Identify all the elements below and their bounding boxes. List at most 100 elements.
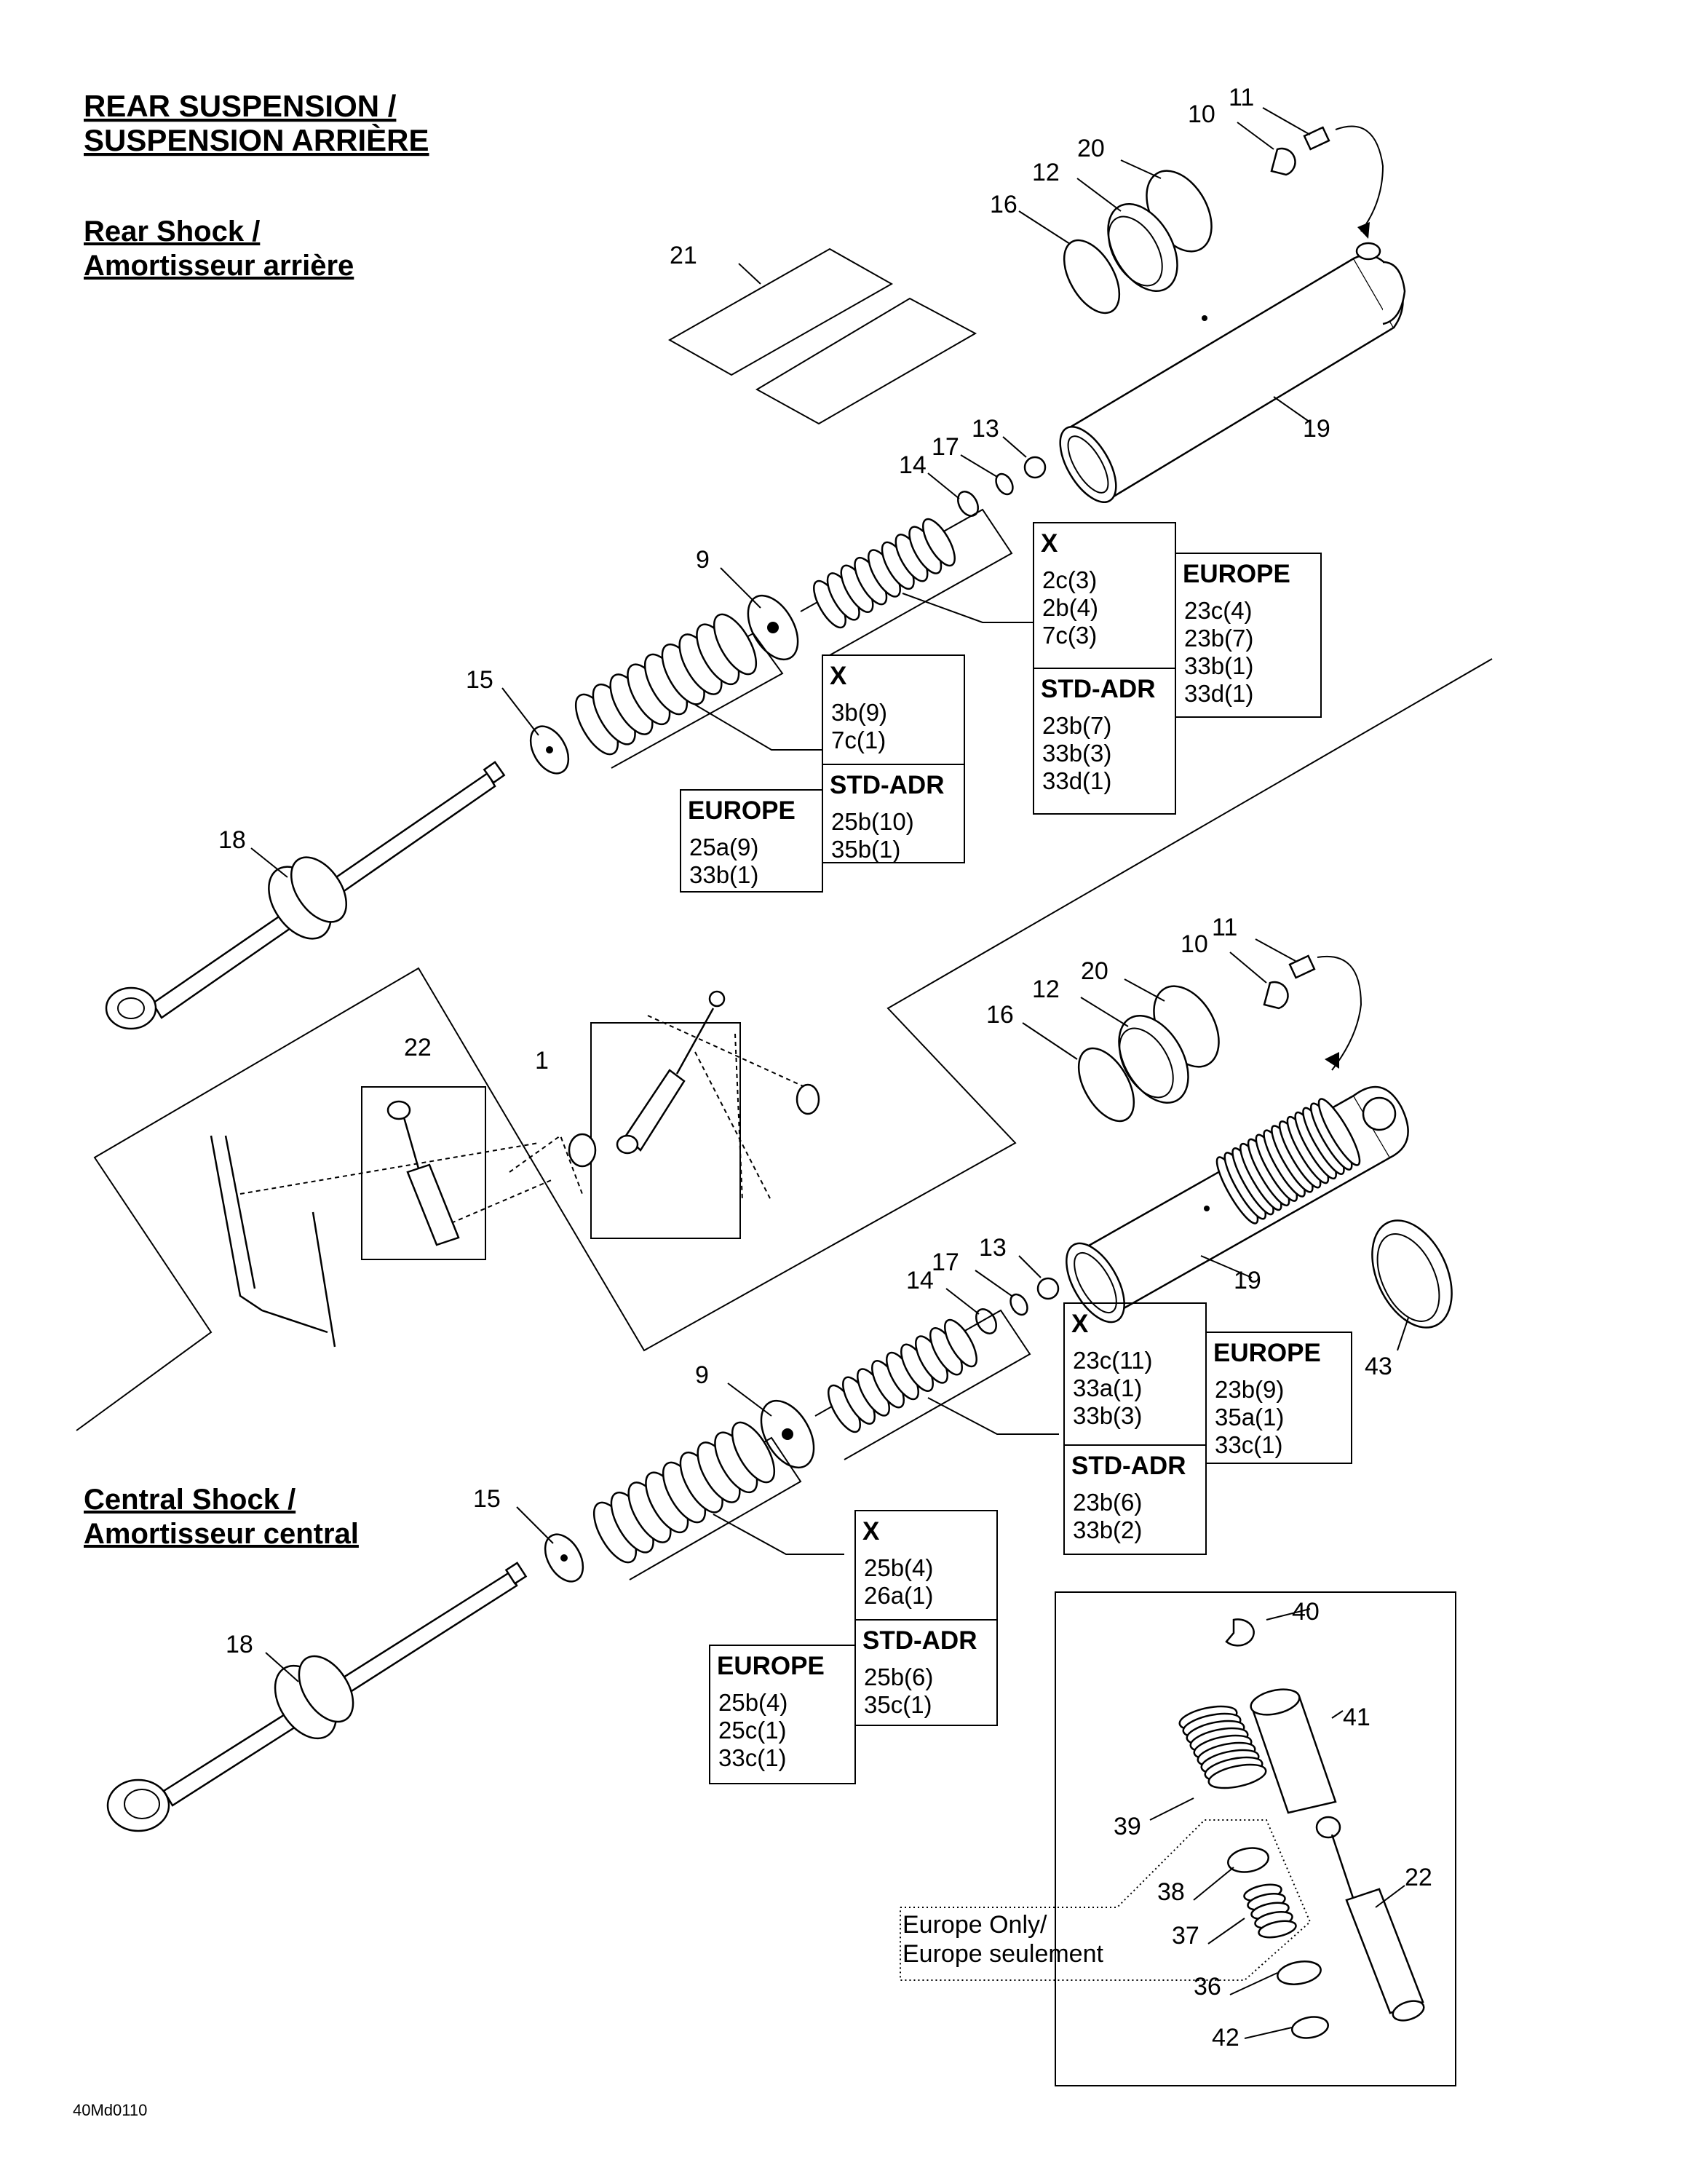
callout-rear-9: 9 — [696, 546, 710, 574]
central-shock-heading-line1: Central Shock / — [84, 1484, 295, 1516]
table-central_small_spring-x-line: 33a(1) — [1073, 1374, 1142, 1401]
table-central_large_spring-std-line: 35c(1) — [864, 1691, 932, 1718]
callout-rear-11: 11 — [1229, 84, 1254, 111]
table-central_small_spring-std-label: STD-ADR — [1071, 1452, 1186, 1480]
callout-kit-36: 36 — [1194, 1973, 1221, 2001]
table-rear_small_spring-europe-label: EUROPE — [1183, 560, 1290, 588]
table-central_large_spring-x-line: 26a(1) — [864, 1582, 933, 1609]
callout-kit-38: 38 — [1157, 1878, 1185, 1906]
europe-only-note-frame — [900, 1819, 1312, 1981]
table-rear_large_spring-europe-label: EUROPE — [688, 796, 796, 825]
shock-body-19 — [1059, 242, 1406, 504]
callout-central-14: 14 — [906, 1267, 934, 1294]
rear-shock-assembly — [105, 107, 1406, 1030]
table-central_small_spring-europe-label: EUROPE — [1213, 1339, 1321, 1367]
table-rear_small_spring-europe-line: 23b(7) — [1184, 625, 1253, 652]
table-rear_small_spring-std-line: 33b(3) — [1042, 740, 1111, 767]
shock-kit-detail: Europe Only/ Europe seulement — [900, 1591, 1456, 2086]
table-central_large_spring-std-label: STD-ADR — [862, 1626, 977, 1655]
central-washer-14 — [975, 1308, 997, 1334]
table-rear_large_spring-x-line: 3b(9) — [831, 699, 887, 726]
callout-rear-19: 19 — [1303, 415, 1330, 443]
table-central_large_spring-europe-line: 33c(1) — [718, 1744, 787, 1771]
clip-42 — [1291, 2016, 1329, 2039]
central-washer-17 — [1009, 1293, 1028, 1316]
table-central_large_spring-europe-label: EUROPE — [717, 1652, 825, 1680]
table-rear_large_spring-x: X 3b(9)7c(1) — [822, 654, 965, 765]
section-divider — [76, 658, 1493, 1431]
callout-central-15: 15 — [473, 1485, 501, 1513]
table-rear_large_spring-std-label: STD-ADR — [830, 771, 944, 799]
callout-rear-13: 13 — [972, 415, 999, 443]
callout-kit-40: 40 — [1292, 1598, 1320, 1626]
callout-rear-17: 17 — [932, 433, 959, 461]
table-rear_small_spring-x-line: 7c(3) — [1042, 622, 1097, 649]
central-nut-13 — [1036, 1277, 1060, 1300]
table-central_large_spring-europe-line: 25b(4) — [718, 1689, 788, 1716]
shock-1-frame — [590, 1022, 741, 1239]
shaft-eye-18 — [105, 761, 506, 1030]
ring-38 — [1227, 1847, 1269, 1873]
callout-central-10: 10 — [1181, 930, 1208, 958]
callout-central-13: 13 — [979, 1234, 1007, 1262]
rear-shock-heading-line2: Amortisseur arrière — [84, 250, 354, 282]
table-central_large_spring-europe-line: 25c(1) — [718, 1717, 787, 1744]
table-central_small_spring-europe-line: 35a(1) — [1215, 1404, 1284, 1431]
central-small-spring — [814, 1309, 1031, 1460]
table-rear_small_spring-x-label: X — [1041, 529, 1058, 558]
callout-central-9: 9 — [695, 1361, 709, 1389]
page-title-line1: REAR SUSPENSION / — [84, 89, 397, 123]
table-central_small_spring-europe-line: 23b(9) — [1215, 1376, 1284, 1403]
table-central_small_spring-x-line: 23c(11) — [1073, 1347, 1152, 1374]
table-rear_small_spring-europe-line: 33b(1) — [1184, 652, 1253, 679]
spring-39 — [1178, 1705, 1267, 1789]
central-o-ring-16 — [1077, 1047, 1135, 1123]
callout-rear-16: 16 — [990, 191, 1017, 218]
central-adjuster-12 — [1118, 1015, 1189, 1104]
table-central_large_spring-x-line: 25b(4) — [864, 1554, 933, 1581]
table-rear_large_spring-std-line: 35b(1) — [831, 836, 900, 863]
central-cap-10-valve-11 — [1263, 954, 1362, 1071]
table-rear_small_spring-x-line: 2c(3) — [1042, 566, 1097, 593]
nut-13 — [1023, 456, 1047, 479]
table-central_large_spring-europe: EUROPE 25b(4)25c(1)33c(1) — [709, 1645, 856, 1784]
washer-17 — [995, 472, 1014, 496]
callout-rear-21: 21 — [670, 242, 697, 269]
cap-10-valve-11 — [1270, 125, 1384, 239]
table-rear_small_spring-std-label: STD-ADR — [1041, 675, 1155, 703]
callout-rear-14: 14 — [899, 451, 927, 479]
callout-rear-20: 20 — [1077, 135, 1105, 162]
callout-central-20: 20 — [1081, 957, 1108, 985]
table-rear_large_spring-x-label: X — [830, 662, 847, 690]
callout-mid-22: 22 — [404, 1034, 432, 1061]
callout-kit-39: 39 — [1114, 1813, 1141, 1840]
callout-rear-12: 12 — [1032, 159, 1060, 186]
rear-leader-lines — [250, 107, 1311, 878]
callout-central-17: 17 — [932, 1249, 959, 1276]
table-central_small_spring-x-line: 33b(3) — [1073, 1402, 1142, 1429]
adjuster-ring-12 — [1107, 203, 1178, 292]
central-shock-heading-line2: Amortisseur central — [84, 1518, 359, 1550]
drawing-code: 40Md0110 — [73, 2101, 147, 2119]
callout-central-18: 18 — [226, 1631, 253, 1658]
europe-only-note-line1: Europe Only/ — [903, 1911, 1047, 1939]
callout-kit-37: 37 — [1172, 1922, 1199, 1950]
ring-36 — [1277, 1961, 1322, 1985]
spring-37 — [1243, 1883, 1297, 1939]
callout-mid-1: 1 — [535, 1047, 549, 1075]
table-rear_small_spring-x: X2c(3)2b(4)7c(3) — [1033, 522, 1176, 669]
shock-22 — [1315, 1816, 1425, 2022]
central-body-19 — [1066, 1085, 1409, 1324]
central-washer-15 — [544, 1533, 584, 1583]
central-leader-lines — [265, 938, 1409, 1682]
table-rear_large_spring-x-line: 7c(1) — [831, 727, 886, 753]
kit-leader-lines — [1149, 1608, 1405, 2039]
callout-central-43: 43 — [1365, 1353, 1392, 1380]
callout-kit-22: 22 — [1405, 1864, 1432, 1891]
